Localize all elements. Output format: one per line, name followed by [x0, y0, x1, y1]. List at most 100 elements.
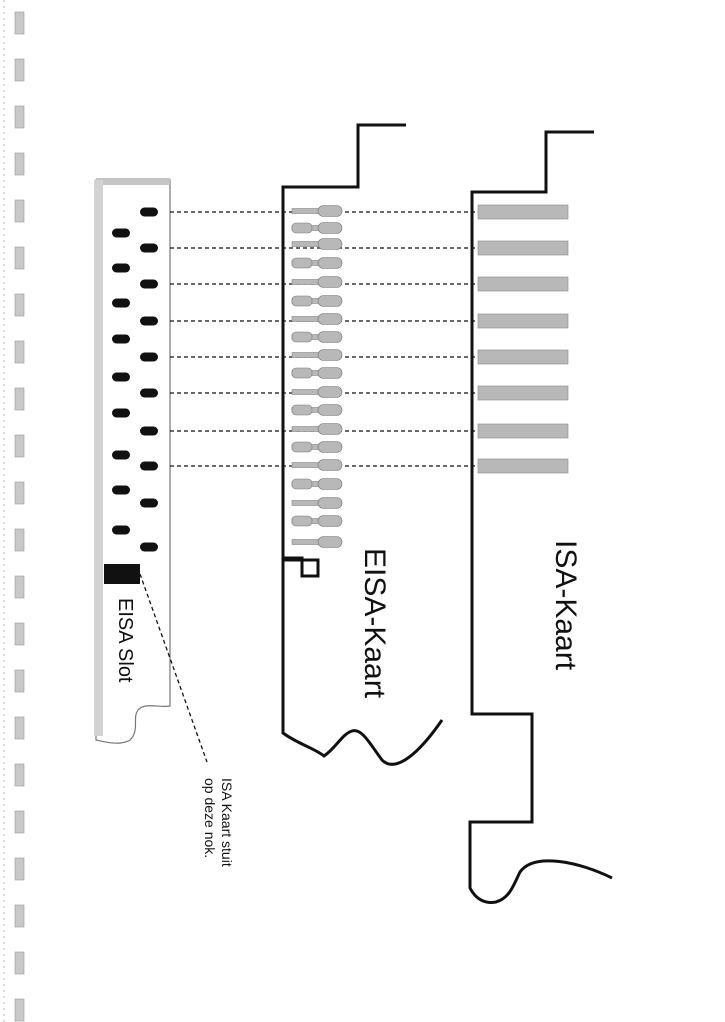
slot-contact-upper	[140, 461, 158, 471]
slot-contact-lower	[112, 263, 130, 273]
eisa-finger-head	[317, 459, 343, 471]
slot-contact-lower	[112, 298, 130, 308]
eisa-finger-head	[317, 497, 343, 509]
isa-finger	[477, 276, 569, 292]
eisa-card-outline	[281, 123, 444, 766]
eisa-finger-head	[317, 295, 343, 307]
eisa-slot-key-nub	[104, 564, 140, 584]
binding-hole	[14, 481, 25, 505]
isa-finger	[477, 204, 569, 220]
eisa-finger-stem	[291, 352, 321, 358]
eisa-card-fingers	[291, 205, 343, 548]
binding-hole	[14, 669, 25, 693]
binding-hole	[14, 11, 25, 35]
slot-contact-upper	[140, 316, 158, 326]
eisa-slot-side-edge	[94, 180, 103, 736]
eisa-finger-head	[317, 367, 343, 379]
slot-contact-upper	[140, 352, 158, 362]
eisa-short-finger	[291, 478, 313, 490]
binding-hole	[14, 340, 25, 364]
slot-contacts	[112, 207, 158, 552]
binding-hole	[14, 58, 25, 82]
eisa-finger-head	[317, 238, 343, 250]
eisa-finger-stem	[291, 279, 321, 285]
binding-hole	[14, 199, 25, 223]
slot-contact-upper	[140, 498, 158, 508]
eisa-finger-head	[317, 313, 343, 325]
isa-card: ISA-Kaart	[468, 130, 613, 904]
eisa-finger-head	[317, 331, 343, 343]
binding-hole	[14, 152, 25, 176]
eisa-finger-head	[317, 536, 343, 548]
eisa-short-finger	[291, 404, 313, 416]
eisa-finger-stem	[291, 208, 321, 214]
isa-finger	[477, 385, 569, 401]
isa-card-label: ISA-Kaart	[549, 540, 582, 671]
eisa-finger-stem	[291, 462, 321, 468]
binding-hole	[14, 575, 25, 599]
isa-card-fingers	[477, 204, 569, 474]
eisa-finger-head	[317, 478, 343, 490]
key-note-line-1: ISA Kaart stuit	[219, 778, 235, 867]
binding-hole	[14, 763, 25, 787]
eisa-finger-stem	[291, 539, 321, 545]
slot-contact-lower	[112, 525, 130, 535]
eisa-finger-stem	[291, 426, 321, 432]
eisa-finger-head	[317, 515, 343, 527]
eisa-short-finger	[291, 367, 313, 379]
key-note-line-2: op deze nok.	[202, 778, 218, 858]
eisa-slot: EISA Slot	[94, 178, 171, 744]
eisa-finger-head	[317, 423, 343, 435]
slot-contact-upper	[140, 388, 158, 398]
binding-hole	[14, 293, 25, 317]
slot-contact-lower	[112, 372, 130, 382]
eisa-card: EISA-Kaart	[281, 123, 444, 766]
eisa-short-finger	[291, 441, 313, 453]
eisa-short-finger	[291, 257, 313, 269]
binding-hole	[14, 857, 25, 881]
isa-finger	[477, 458, 569, 474]
binding-hole	[14, 951, 25, 975]
binding-hole	[14, 998, 25, 1022]
slot-contact-lower	[112, 228, 130, 238]
eisa-finger-head	[317, 276, 343, 288]
eisa-finger-stem	[291, 316, 321, 322]
eisa-finger-head	[317, 386, 343, 398]
binding-hole	[14, 904, 25, 928]
slot-contact-upper	[140, 279, 158, 289]
eisa-finger-stem	[291, 389, 321, 395]
binding-hole	[14, 387, 25, 411]
binding-hole	[14, 622, 25, 646]
slot-contact-lower	[112, 334, 130, 344]
isa-finger	[477, 423, 569, 439]
alignment-lines	[170, 211, 476, 467]
binding-hole	[14, 810, 25, 834]
isa-finger	[477, 349, 569, 365]
binding-hole	[14, 716, 25, 740]
eisa-finger-head	[317, 205, 343, 217]
eisa-short-finger	[291, 331, 313, 343]
binding-holes	[3, 0, 25, 1022]
slot-contact-lower	[112, 450, 130, 460]
slot-contact-upper	[140, 542, 158, 552]
eisa-finger-head	[317, 441, 343, 453]
eisa-finger-stem	[291, 500, 321, 506]
slot-contact-lower	[112, 408, 130, 418]
binding-hole	[14, 434, 25, 458]
binding-hole	[14, 528, 25, 552]
eisa-finger-head	[317, 349, 343, 361]
eisa-short-finger	[291, 222, 313, 234]
eisa-finger-head	[317, 257, 343, 269]
eisa-finger-head	[317, 222, 343, 234]
binding-hole	[14, 246, 25, 270]
eisa-finger-stem	[291, 241, 321, 247]
eisa-slot-label: EISA Slot	[114, 598, 136, 683]
isa-finger	[477, 240, 569, 256]
binding-hole	[14, 105, 25, 129]
slot-contact-upper	[140, 207, 158, 217]
eisa-finger-head	[317, 404, 343, 416]
slot-contact-upper	[140, 243, 158, 253]
isa-card-outline	[468, 130, 613, 904]
eisa-slot-top-edge	[96, 178, 170, 185]
